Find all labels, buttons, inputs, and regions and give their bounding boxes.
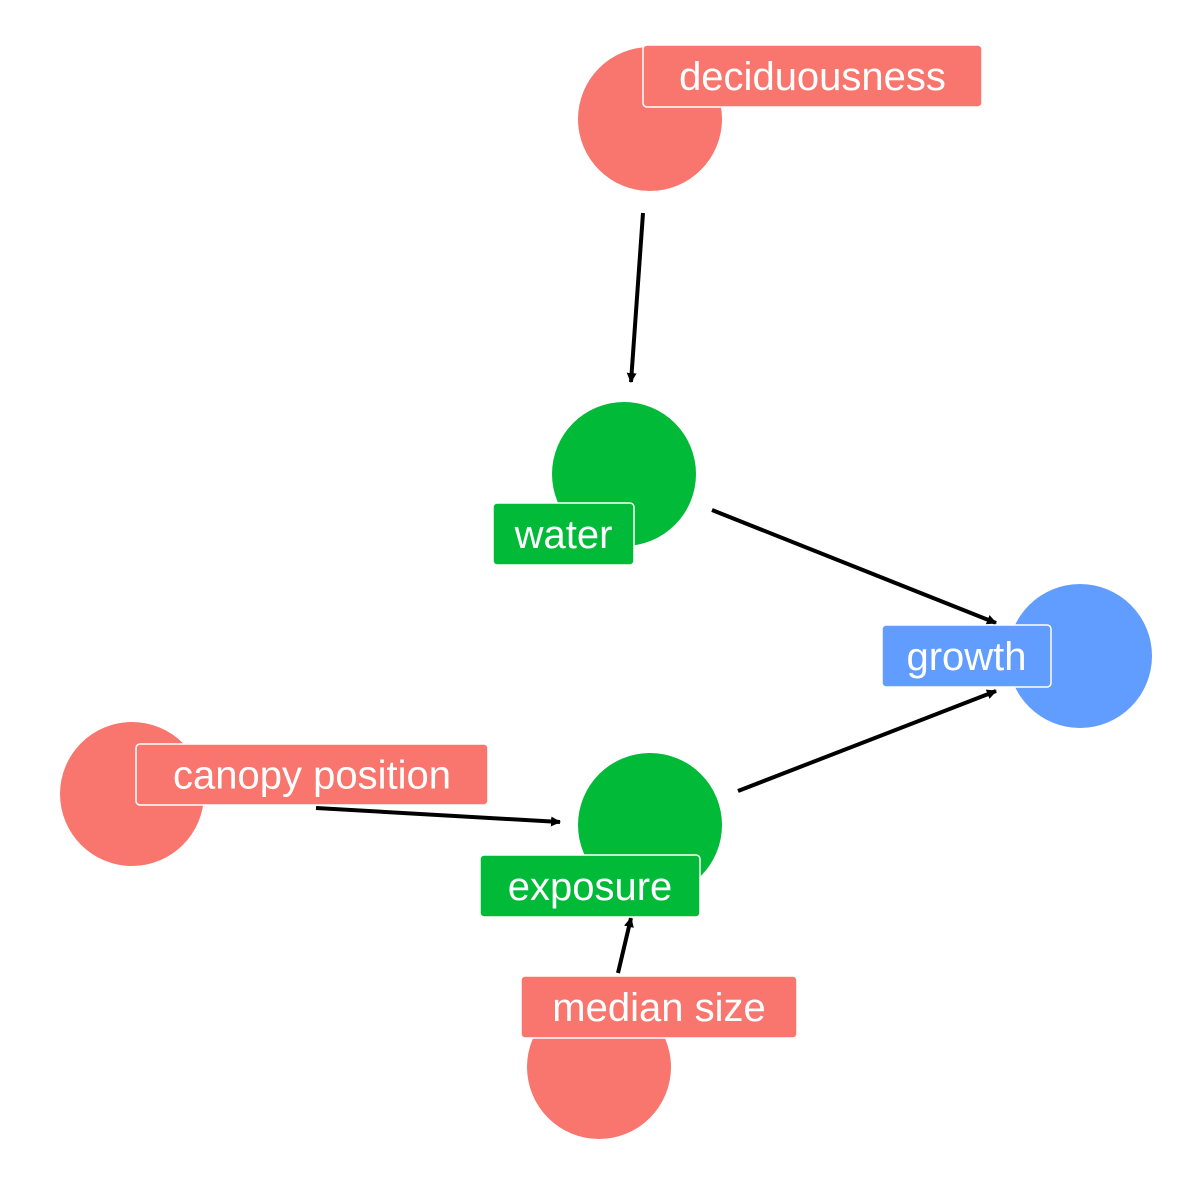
nodes (60, 47, 1152, 1139)
label-text-deciduousness: deciduousness (679, 55, 946, 99)
label-box-water (492, 502, 635, 566)
label-canopy-position: canopy position (135, 743, 489, 806)
edges (315, 212, 997, 974)
label-box-deciduousness (642, 44, 983, 108)
label-box-median-size (520, 975, 798, 1039)
label-text-growth: growth (906, 635, 1026, 679)
label-box-canopy-position (135, 743, 489, 806)
label-box-exposure (479, 854, 701, 918)
edge-water-to-growth (711, 508, 997, 625)
node-growth (1008, 584, 1152, 728)
label-growth: growth (881, 624, 1052, 688)
label-exposure: exposure (479, 854, 701, 918)
edge-exposure-to-growth (737, 689, 997, 793)
node-labels: deciduousness water growth canopy position e… (135, 44, 1052, 1039)
edge-deciduousness-to-water (626, 212, 645, 383)
label-box-growth (881, 624, 1052, 688)
label-water: water (492, 502, 635, 566)
label-median-size: median size (520, 975, 798, 1039)
edge-canopy-position-to-exposure (315, 806, 561, 827)
label-text-exposure: exposure (508, 865, 673, 909)
edge-median-size-to-exposure (616, 917, 634, 974)
label-text-canopy-position: canopy position (173, 754, 451, 798)
label-text-median-size: median size (552, 986, 765, 1030)
label-text-water: water (514, 513, 613, 557)
label-deciduousness: deciduousness (642, 44, 983, 108)
